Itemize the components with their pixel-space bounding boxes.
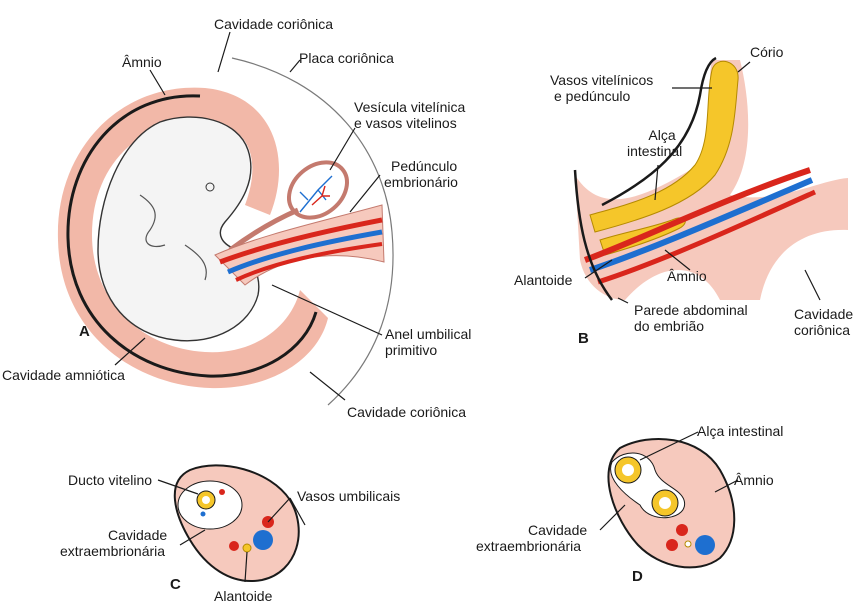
leader-a-placa bbox=[289, 59, 301, 73]
allantois-c bbox=[242, 543, 252, 553]
leader-c-cavidade bbox=[179, 529, 206, 546]
label-d-alca: Alça intestinal bbox=[697, 423, 784, 439]
label-d-cavidade-line1: Cavidade bbox=[528, 522, 588, 538]
leader-c-vasos-2 bbox=[289, 497, 306, 526]
label-c-vasos: Vasos umbilicais bbox=[297, 488, 401, 504]
label-c-cavidade-line1: Cavidade bbox=[108, 527, 168, 543]
label-a-cavidade-amniotica: Cavidade amniótica bbox=[2, 367, 125, 383]
umbilical-artery-a2 bbox=[235, 242, 383, 282]
embryo-body bbox=[97, 116, 260, 342]
umbilical-vein-c bbox=[253, 530, 273, 550]
panel-b-illustration bbox=[573, 56, 848, 301]
leader-a-cavidade-bottom bbox=[309, 371, 346, 401]
label-a-placa-corionica: Placa coriônica bbox=[299, 50, 394, 66]
embryo-limb-lower bbox=[184, 244, 207, 281]
yolk-stalk bbox=[228, 207, 299, 253]
umbilical-artery-b bbox=[583, 167, 811, 263]
umbilical-artery-d2 bbox=[666, 539, 678, 551]
leader-a-pedunculo bbox=[349, 174, 381, 213]
amnion-outline bbox=[66, 94, 318, 378]
label-d-amnio: Âmnio bbox=[734, 472, 774, 488]
leader-b-corio bbox=[737, 61, 751, 73]
leader-a-vesicula bbox=[329, 127, 356, 171]
amnion-layer bbox=[57, 87, 328, 389]
leader-c-ducto bbox=[157, 479, 199, 495]
vitelline-duct-lumen-c bbox=[202, 496, 210, 504]
leader-d-amnio bbox=[714, 479, 739, 493]
panel-label-d: D bbox=[632, 568, 643, 585]
panel-label-c: C bbox=[170, 576, 181, 593]
label-b-parede-line2: do embrião bbox=[634, 318, 705, 334]
label-a-cavidade-corionica-bottom: Cavidade coriônica bbox=[347, 404, 467, 420]
label-b-vasos-line1: Vasos vitelínicos bbox=[550, 72, 654, 88]
panel-label-a: A bbox=[79, 323, 90, 340]
umbilical-artery-a bbox=[219, 217, 383, 265]
leader-b-amnio bbox=[664, 249, 691, 271]
intestinal-loop-d1-lumen bbox=[622, 464, 634, 476]
yolk-duct-b bbox=[589, 60, 739, 233]
vitelline-vessel-blue-c bbox=[200, 511, 206, 517]
umbilical-vein-a bbox=[227, 229, 383, 275]
embryo-limb-upper bbox=[139, 194, 166, 248]
panel-c-illustration bbox=[173, 464, 300, 583]
label-b-cavidade-line2: coriônica bbox=[794, 322, 851, 338]
leader-c-vasos-1 bbox=[267, 497, 291, 523]
leader-a-anel bbox=[271, 284, 383, 336]
amnion-outline-b bbox=[601, 56, 717, 207]
label-b-corio: Cório bbox=[750, 44, 784, 60]
label-c-ducto: Ducto vitelino bbox=[68, 472, 153, 488]
label-a-anel-line2: primitivo bbox=[385, 342, 438, 358]
leader-a-amnio bbox=[149, 69, 166, 96]
label-d-cavidade-line2: extraembrionária bbox=[476, 538, 582, 554]
leader-d-alca bbox=[639, 431, 699, 461]
umbilical-artery-d1 bbox=[676, 524, 688, 536]
umbilical-vein-d bbox=[695, 535, 715, 555]
vitelline-arteries bbox=[311, 185, 330, 206]
abdominal-wall-b bbox=[573, 169, 613, 301]
label-a-vesicula-line1: Vesícula vitelínica bbox=[354, 99, 466, 115]
umbilical-vein-b bbox=[589, 177, 814, 273]
leader-b-alantoide bbox=[584, 259, 613, 279]
embryo-eye bbox=[205, 182, 215, 192]
leader-c-alantoide bbox=[244, 551, 248, 583]
leader-a-cavidade-amniotica bbox=[114, 337, 146, 366]
leader-b-cavidade bbox=[804, 269, 821, 301]
panel-a-illustration bbox=[57, 57, 394, 406]
label-a-amnio: Âmnio bbox=[122, 54, 162, 70]
label-a-vesicula-line2: e vasos vitelinos bbox=[354, 115, 457, 131]
label-b-cavidade-line1: Cavidade bbox=[794, 306, 854, 322]
umbilical-artery-c2 bbox=[229, 541, 239, 551]
label-b-amnio: Âmnio bbox=[667, 268, 707, 284]
umbilical-artery-b2 bbox=[597, 189, 817, 285]
panel-label-b: B bbox=[578, 330, 589, 347]
vitelline-vessel-red-c bbox=[219, 489, 225, 495]
chorionic-plate-arc bbox=[231, 57, 394, 406]
label-a-pedunculo-line1: Pedúnculo bbox=[391, 158, 458, 174]
allantois-d bbox=[684, 540, 692, 548]
label-c-cavidade-line2: extraembrionária bbox=[60, 543, 166, 559]
leader-d-cavidade bbox=[599, 504, 626, 531]
label-b-vasos-line2: e pedúnculo bbox=[554, 88, 631, 104]
label-a-cavidade-corionica-top: Cavidade coriônica bbox=[214, 16, 334, 32]
leader-a-cavidade-top bbox=[217, 31, 231, 73]
label-a-anel-line1: Anel umbilical bbox=[385, 326, 472, 342]
label-b-alca-line2: intestinal bbox=[627, 143, 683, 159]
leader-b-alca bbox=[654, 164, 659, 201]
label-c-alantoide: Alantoide bbox=[214, 588, 273, 604]
leader-b-parede bbox=[617, 297, 629, 304]
leader-lines bbox=[114, 31, 821, 583]
label-b-alca-line1: Alça bbox=[648, 127, 676, 143]
label-a-pedunculo-line2: embrionário bbox=[384, 174, 458, 190]
label-b-alantoide: Alantoide bbox=[514, 272, 573, 288]
panel-d-illustration bbox=[607, 438, 736, 569]
label-b-parede-line1: Parede abdominal bbox=[634, 302, 748, 318]
intestinal-loop-d2-lumen bbox=[659, 497, 671, 509]
